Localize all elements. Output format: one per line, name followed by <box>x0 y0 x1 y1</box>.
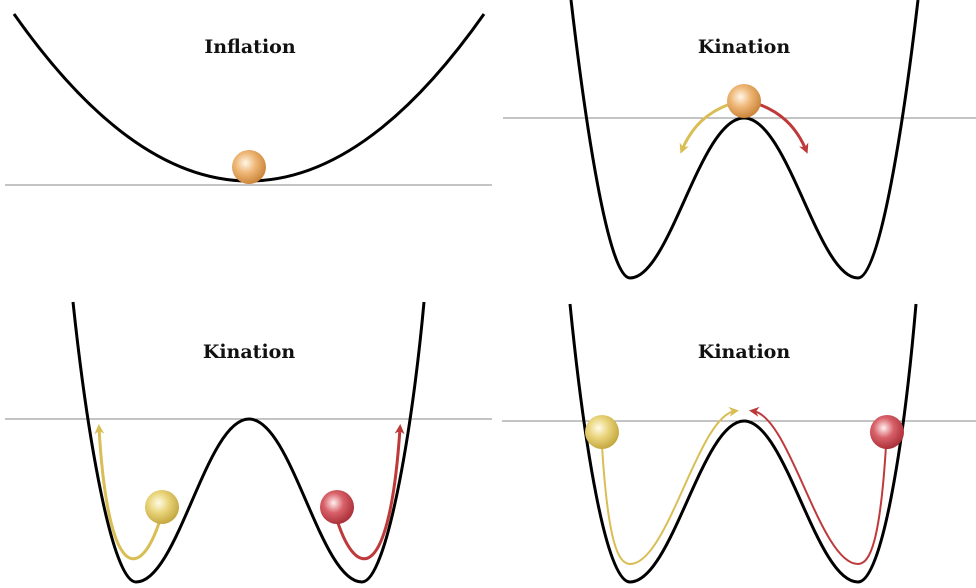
yellow-field-ball <box>585 415 619 449</box>
kination-crossing-diagram <box>502 303 976 584</box>
panel-title: Inflation <box>204 36 296 58</box>
double-well-curve <box>71 301 426 584</box>
right-roll-arrow <box>757 102 809 154</box>
panel-inflation: Inflation <box>0 0 492 294</box>
left-climb-arrow <box>94 424 162 561</box>
left-crossing-trajectory <box>601 406 739 566</box>
inflation-diagram <box>5 13 492 186</box>
double-well-curve <box>568 303 918 584</box>
panel-title: Kination <box>697 36 791 58</box>
field-ball <box>232 150 266 184</box>
left-roll-arrow <box>679 102 731 154</box>
right-climb-arrow <box>335 424 405 561</box>
right-crossing-trajectory <box>749 406 887 566</box>
red-field-ball <box>870 415 904 449</box>
panel-kination-wells: Kination <box>0 294 492 588</box>
panel-kination-hilltop: Kination <box>500 0 976 294</box>
panel-title: Kination <box>202 341 296 363</box>
field-ball <box>727 84 761 118</box>
panel-title: Kination <box>697 341 791 363</box>
red-field-ball <box>320 490 354 524</box>
kination-wells-diagram <box>5 301 492 584</box>
kination-hilltop-diagram <box>503 0 976 280</box>
yellow-field-ball <box>145 490 179 524</box>
panel-kination-crossing: Kination <box>500 294 976 588</box>
